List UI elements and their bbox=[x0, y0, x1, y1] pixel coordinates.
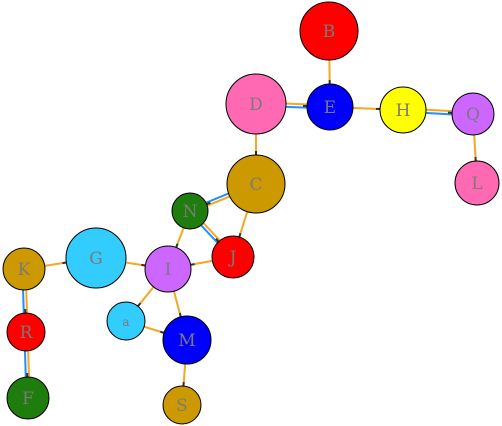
edge-arrow-tick bbox=[215, 238, 220, 243]
node-C[interactable]: C bbox=[226, 154, 286, 214]
node-M[interactable]: M bbox=[162, 315, 212, 365]
node-I[interactable]: I bbox=[144, 245, 192, 293]
node-J[interactable]: J bbox=[211, 235, 255, 279]
node-circle bbox=[225, 73, 287, 135]
node-circle bbox=[162, 315, 212, 365]
node-L[interactable]: L bbox=[454, 160, 500, 206]
node-F[interactable]: F bbox=[6, 376, 50, 420]
node-circle bbox=[379, 86, 427, 134]
node-B[interactable]: B bbox=[299, 1, 359, 61]
node-circle bbox=[171, 192, 209, 230]
node-label: M bbox=[178, 331, 195, 351]
node-S[interactable]: S bbox=[162, 385, 202, 425]
node-circle bbox=[2, 247, 46, 291]
node-R[interactable]: R bbox=[6, 312, 46, 352]
node-G[interactable]: G bbox=[65, 227, 127, 289]
node-circle bbox=[144, 245, 192, 293]
edge-arrow-tick bbox=[206, 201, 211, 206]
node-E[interactable]: E bbox=[306, 83, 354, 131]
node-label: H bbox=[396, 101, 411, 121]
node-circle bbox=[162, 385, 202, 425]
node-label: E bbox=[324, 98, 336, 118]
edge-arrow-tick bbox=[137, 302, 142, 307]
node-label: B bbox=[323, 22, 336, 42]
node-label: N bbox=[183, 202, 198, 222]
node-circle bbox=[306, 83, 354, 131]
node-circle bbox=[226, 154, 286, 214]
node-K[interactable]: K bbox=[2, 247, 46, 291]
node-label: J bbox=[228, 248, 237, 268]
node-circle bbox=[451, 92, 495, 136]
node-label: C bbox=[249, 175, 262, 195]
node-label: R bbox=[20, 323, 34, 343]
node-circle bbox=[454, 160, 500, 206]
node-Q[interactable]: Q bbox=[451, 92, 495, 136]
node-label: G bbox=[89, 249, 103, 269]
node-a[interactable]: a bbox=[106, 301, 146, 341]
node-circle bbox=[6, 376, 50, 420]
node-label: a bbox=[122, 315, 129, 329]
node-label: K bbox=[18, 260, 31, 280]
edge-arrow-tick bbox=[62, 261, 67, 265]
node-label: S bbox=[176, 396, 188, 416]
edge-arrow-tick bbox=[178, 312, 182, 318]
node-H[interactable]: H bbox=[379, 86, 427, 134]
node-N[interactable]: N bbox=[171, 192, 209, 230]
edge-arrow-tick bbox=[141, 263, 146, 267]
node-circle bbox=[299, 1, 359, 61]
edge-arrow-tick bbox=[159, 330, 165, 334]
node-label: F bbox=[22, 389, 34, 409]
node-circle bbox=[65, 227, 127, 289]
node-label: D bbox=[249, 95, 263, 115]
node-circle bbox=[211, 235, 255, 279]
edge-arrow-tick bbox=[238, 232, 242, 238]
edge-arrow-tick bbox=[175, 243, 179, 248]
edge-arrow-tick bbox=[190, 263, 195, 266]
node-circle bbox=[6, 312, 46, 352]
node-circle bbox=[106, 301, 146, 341]
node-label: I bbox=[165, 260, 172, 280]
node-label: L bbox=[471, 174, 482, 194]
node-label: Q bbox=[466, 105, 480, 125]
node-D[interactable]: D bbox=[225, 73, 287, 135]
